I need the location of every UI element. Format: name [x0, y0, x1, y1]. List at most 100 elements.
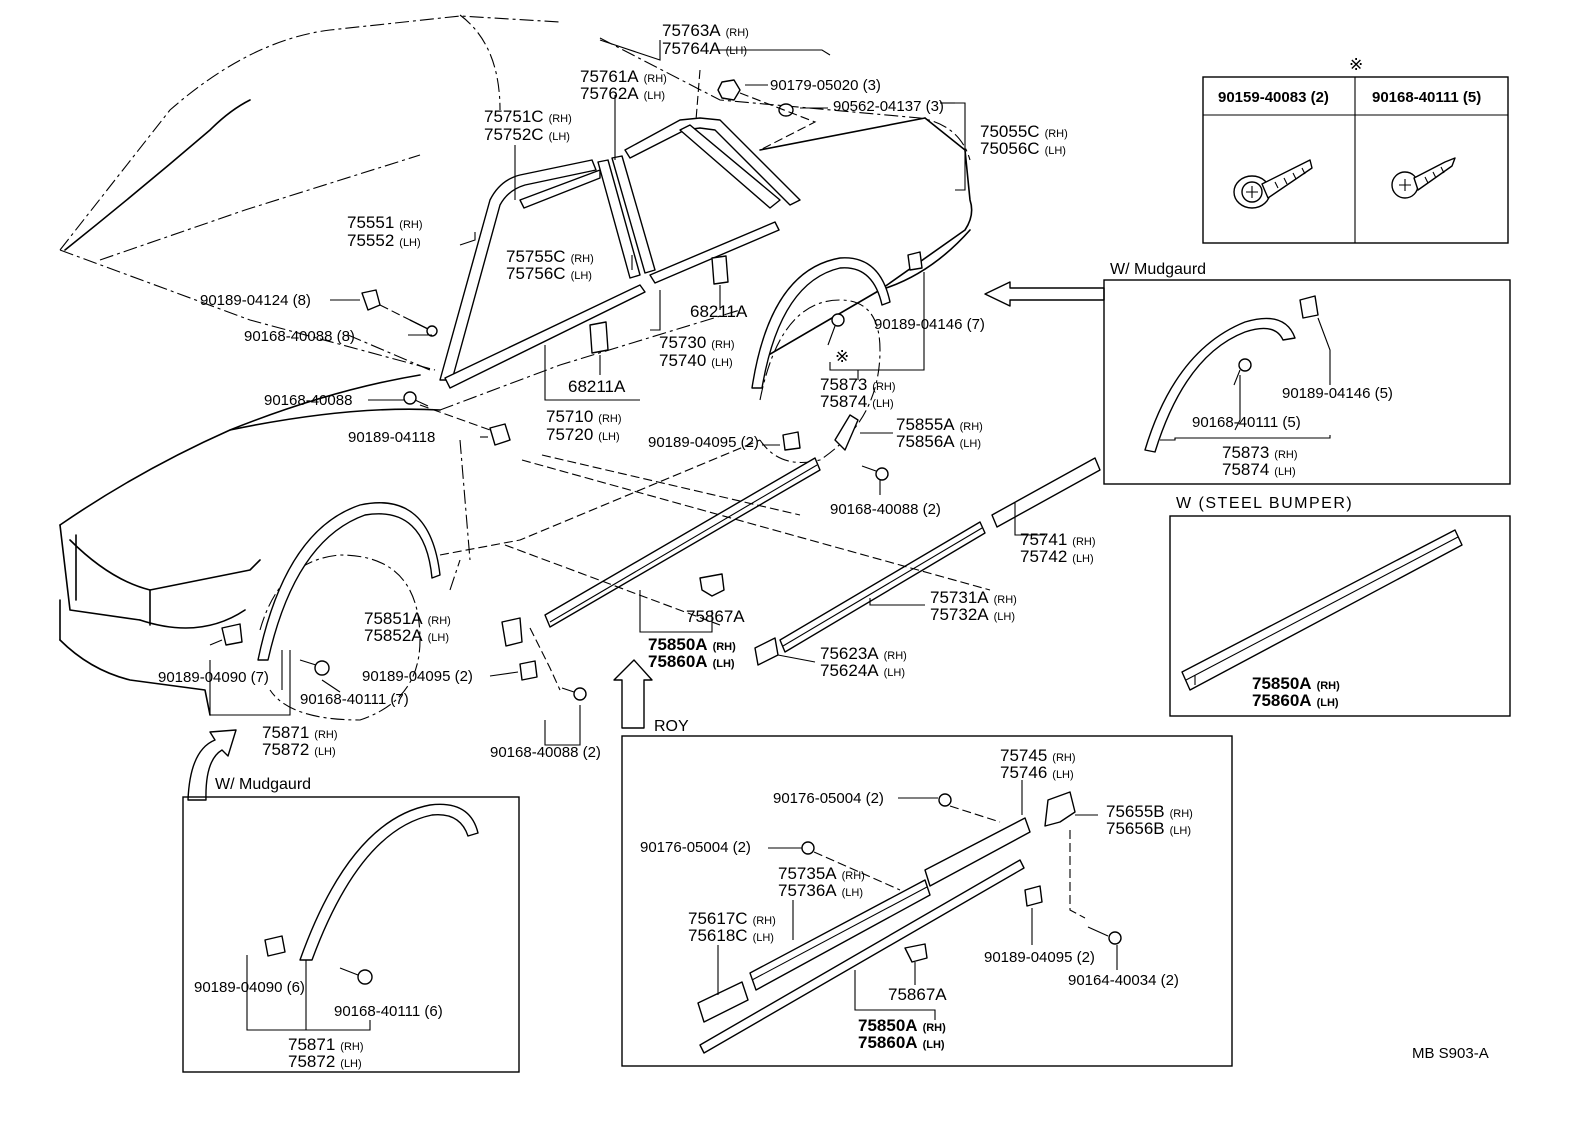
part-label-l3: 90179-05020 (3) — [770, 77, 881, 94]
diagram-code: MB S903-A — [1412, 1045, 1489, 1062]
front-mudguard-inset — [182, 796, 520, 1073]
part-label-l58: 75655B(RH) — [1106, 802, 1193, 821]
arrow-to-roy — [613, 659, 653, 729]
screw-with-washer-icon — [1233, 159, 1313, 209]
part-label-l10: 75056C(LH) — [980, 139, 1066, 158]
center-pillar-moulding-a — [597, 159, 641, 279]
part-label-l59: 75656B(LH) — [1106, 819, 1191, 838]
rear-mudguard-inset — [1103, 279, 1511, 485]
front-door-frame-moulding — [519, 169, 601, 209]
part-label-l27: 75855A(RH) — [896, 415, 983, 434]
fastener-set-main — [221, 79, 923, 701]
part-label-l4: 75761A(RH) — [580, 67, 667, 86]
part-label-l61: 75735A(RH) — [778, 864, 865, 883]
part-label-l71: 90168-40111 (6) — [334, 1003, 443, 1020]
part-label-l44: 90189-04095 (2) — [362, 668, 473, 685]
part-label-l66: 90164-40034 (2) — [1068, 972, 1179, 989]
table-header-90159: 90159-40083 (2) — [1218, 89, 1329, 106]
steel-bumper-inset — [1169, 515, 1511, 717]
part-label-l50: 90168-40111 (5) — [1192, 414, 1301, 431]
part-label-l67: 75867A — [888, 985, 947, 1004]
part-label-l18: 90189-04146 (7) — [874, 316, 985, 333]
part-label-l37: 75851A(RH) — [364, 609, 451, 628]
front-door-lower-moulding — [544, 457, 821, 628]
caption-steel-bumper: W (STEEL BUMPER) — [1176, 495, 1353, 512]
part-label-l39: 75850A(RH) — [648, 635, 736, 654]
rear-door-frame-moulding — [624, 117, 801, 206]
quarter-lower-moulding — [991, 457, 1101, 528]
part-label-l52: 75874(LH) — [1222, 460, 1296, 479]
part-label-l26: 75720(LH) — [546, 425, 620, 444]
part-label-l47: 75872(LH) — [262, 740, 336, 759]
part-label-l64: 75618C(LH) — [688, 926, 774, 945]
center-pillar-moulding-b — [611, 155, 656, 274]
part-label-l45: 90168-40111 (7) — [300, 691, 409, 708]
part-label-l60: 90176-05004 (2) — [640, 839, 751, 856]
part-labels: 75763A(RH)75764A(LH) 90179-05020 (3) 75761… — [158, 21, 1489, 1071]
windshield-side-moulding — [439, 159, 597, 381]
fastener-table — [1202, 76, 1509, 244]
note-mark-arch: ※ — [835, 347, 849, 366]
part-label-l34: 75731A(RH) — [930, 588, 1017, 607]
caption-rear-mudguard: W/ Mudgaurd — [1110, 261, 1206, 278]
part-label-l69: 75860A(LH) — [858, 1033, 945, 1052]
part-label-l15: 90189-04124 (8) — [200, 292, 311, 309]
screw-icon — [1391, 157, 1456, 199]
part-label-l25: 75710(RH) — [546, 407, 622, 426]
part-label-l14: 75756C(LH) — [506, 264, 592, 283]
table-header-90168: 90168-40111 (5) — [1372, 89, 1481, 106]
part-label-l16: 68211A — [690, 302, 748, 321]
part-label-l36: 75867A — [686, 607, 745, 626]
part-label-l21: 68211A — [568, 377, 626, 396]
part-label-l51: 75873(RH) — [1222, 443, 1298, 462]
part-label-l23: 75874(LH) — [820, 392, 894, 411]
part-label-l53: 75850A(RH) — [1252, 674, 1340, 693]
part-label-l63: 75617C(RH) — [688, 909, 776, 928]
car-body-outline — [59, 14, 973, 721]
part-label-l32: 75741(RH) — [1020, 530, 1096, 549]
part-label-l43: 90189-04090 (7) — [158, 669, 269, 686]
caption-roy: ROY — [654, 718, 689, 735]
part-label-l55: 75745(RH) — [1000, 746, 1076, 765]
part-label-l7: 75751C(RH) — [484, 107, 572, 126]
roy-inset — [621, 735, 1233, 1067]
front-belt-moulding — [444, 284, 646, 389]
part-label-l17: 90168-40088 (8) — [244, 328, 355, 345]
caption-front-mudguard: W/ Mudgaurd — [215, 776, 311, 793]
part-label-l49: 90189-04146 (5) — [1282, 385, 1393, 402]
nut-icon — [717, 79, 741, 101]
part-label-l30: 90189-04095 (2) — [648, 434, 759, 451]
part-label-l2: 75764A(LH) — [662, 39, 747, 58]
arrow-to-front-mudguard — [187, 729, 237, 801]
part-label-l35: 75732A(LH) — [930, 605, 1015, 624]
part-label-l28: 75856A(LH) — [896, 432, 981, 451]
arrow-to-rear-mudguard — [984, 281, 1105, 307]
part-label-l5: 75762A(LH) — [580, 84, 665, 103]
part-label-l70: 90189-04090 (6) — [194, 979, 305, 996]
rocker-end-piece — [754, 637, 779, 666]
part-label-l6: 90562-04137 (3) — [833, 98, 944, 115]
part-label-l24: 90168-40088 — [264, 392, 352, 409]
part-label-l68: 75850A(RH) — [858, 1016, 946, 1035]
part-label-l46: 75871(RH) — [262, 723, 338, 742]
part-label-l1: 75763A(RH) — [662, 21, 749, 40]
leader-lines-main — [209, 39, 1045, 746]
part-label-l41: 75623A(RH) — [820, 644, 907, 663]
part-label-l8: 75752C(LH) — [484, 125, 570, 144]
part-label-l54: 75860A(LH) — [1252, 691, 1339, 710]
part-label-l56: 75746(LH) — [1000, 763, 1074, 782]
front-wheel-arch-moulding — [257, 502, 441, 661]
rear-door-upper-moulding — [679, 124, 781, 209]
part-label-l38: 75852A(LH) — [364, 626, 449, 645]
part-label-l11: 75551(RH) — [347, 213, 423, 232]
part-label-l42: 75624A(LH) — [820, 661, 905, 680]
part-label-l31: 90168-40088 (2) — [830, 501, 941, 518]
part-label-l22: 75873(RH) — [820, 375, 896, 394]
part-label-l65: 90189-04095 (2) — [984, 949, 1095, 966]
rear-belt-moulding — [649, 221, 780, 284]
part-label-l20: 75740(LH) — [659, 351, 733, 370]
part-label-l12: 75552(LH) — [347, 231, 421, 250]
part-label-l29: 90189-04118 — [348, 429, 435, 446]
part-label-l72: 75871(RH) — [288, 1035, 364, 1054]
